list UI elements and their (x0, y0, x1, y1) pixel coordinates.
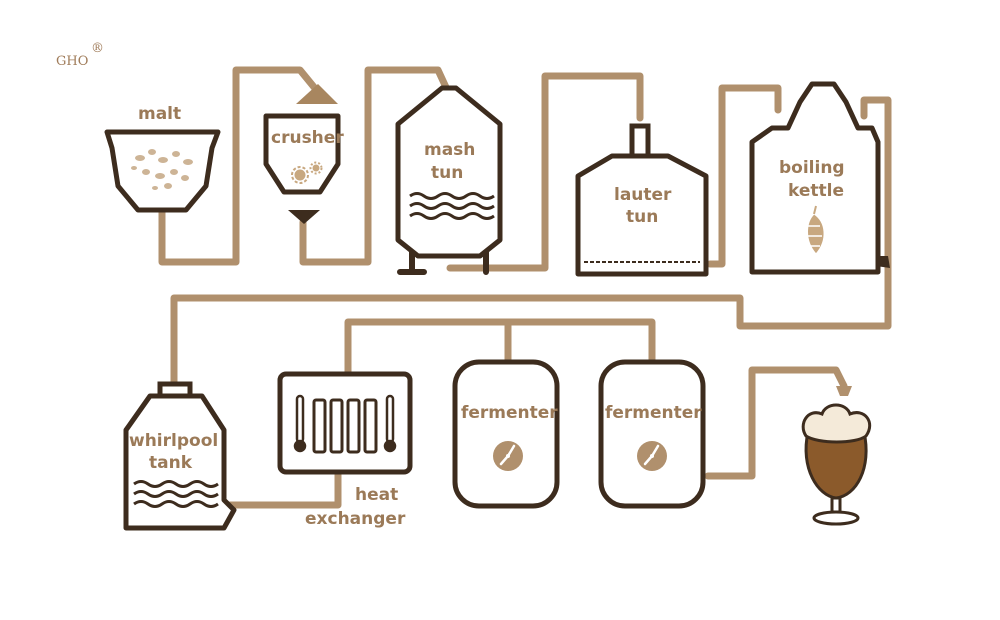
heat-exchanger-label-line2: exchanger (305, 509, 406, 529)
beer-foam (801, 403, 872, 444)
whirlpool-tank: whirlpool tank (123, 381, 237, 531)
registered-mark: ® (91, 41, 104, 56)
boiling-kettle-outlet (876, 256, 890, 268)
exchanger-plates (312, 398, 378, 454)
crusher-label: crusher (271, 128, 344, 148)
malt-grain-icon (131, 149, 193, 190)
fermenter-2-body (598, 359, 706, 509)
thermometer-icon (383, 394, 397, 453)
fermenter-1-body (452, 359, 560, 509)
lauter-tun-label-line1: lauter (614, 185, 672, 205)
mash-tun-label-line1: mash (424, 140, 475, 160)
logo-text: GHO (56, 54, 88, 69)
fermenter-1: fermenter (452, 359, 560, 509)
heat-exchanger: heat exchanger (277, 371, 413, 529)
pipe-malt-to-crusher (158, 66, 322, 266)
pipe-exchanger-to-fermenters (344, 318, 656, 376)
beer-glass-icon (801, 386, 872, 526)
thermometer-icon (293, 394, 307, 453)
pipe-kettle-to-whirlpool (170, 96, 892, 388)
boiling-kettle-label-line2: kettle (788, 181, 844, 201)
heat-exchanger-label-line1: heat (355, 485, 398, 505)
boiling-kettle: boiling kettle (749, 81, 890, 275)
pipes (158, 66, 892, 509)
boiling-kettle-body (749, 81, 881, 275)
tap-nozzle (836, 386, 852, 396)
lauter-tun-label-line2: tun (626, 207, 658, 227)
gauge-icon (493, 441, 523, 471)
whirlpool-tank-label-line2: tank (149, 453, 193, 473)
malt-hopper: malt (104, 104, 221, 213)
crusher: crusher (263, 84, 344, 224)
mash-tun: mash tun (395, 85, 503, 275)
lauter-tun-body (575, 153, 709, 277)
crusher-bottom-cone (288, 210, 320, 224)
beer-glass-base (812, 510, 860, 526)
pipe-lauter-to-kettle (706, 84, 782, 268)
boiling-kettle-label-line1: boiling (779, 158, 845, 178)
lauter-tun-vent (629, 123, 651, 159)
fermenter-2: fermenter (598, 359, 706, 509)
fermenter-1-label: fermenter (461, 403, 558, 423)
brand-logo: GHO ® (56, 41, 104, 69)
liquid-waves-icon (133, 480, 219, 508)
pipe-fermenter-to-glass (704, 366, 848, 480)
pipe-whirlpool-to-exchanger (226, 468, 342, 509)
beer-glass-stem (830, 496, 842, 514)
malt-hopper-body (104, 129, 221, 213)
mash-tun-label-line2: tun (431, 163, 463, 183)
gears-icon (291, 161, 323, 184)
pipe-crusher-to-mash (299, 66, 454, 266)
crusher-top-cone (296, 84, 338, 104)
hop-cone-icon (806, 205, 825, 255)
fermenter-2-label: fermenter (605, 403, 702, 423)
liquid-waves-icon (409, 192, 495, 220)
pipe-mash-to-lauter (446, 72, 644, 272)
whirlpool-tank-label-line1: whirlpool (129, 431, 218, 451)
lauter-tun: lauter tun (575, 123, 709, 277)
malt-label: malt (138, 104, 181, 124)
gauge-icon (637, 441, 667, 471)
